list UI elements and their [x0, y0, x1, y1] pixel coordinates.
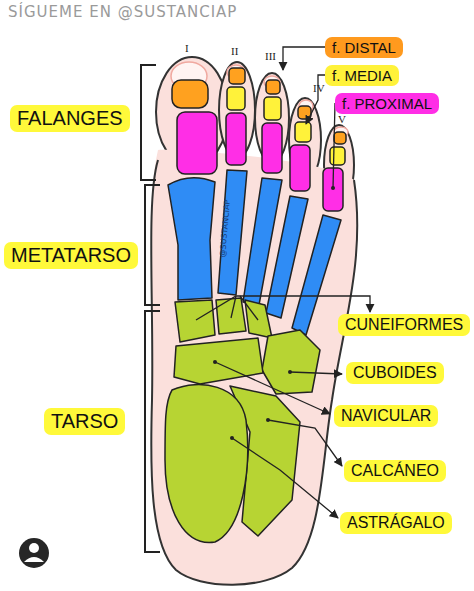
callout-number: IV [313, 82, 325, 94]
label-text: CALCÁNEO [351, 462, 439, 480]
label-text: f. PROXIMAL [342, 95, 432, 112]
label-box: f. MEDIA [325, 65, 399, 86]
label-box: ASTRÁGALO [340, 512, 452, 534]
label-box: f. PROXIMAL [335, 93, 439, 114]
label-text: f. DISTAL [332, 39, 396, 56]
label-text: CUNEIFORMES [345, 316, 463, 334]
sole-fill [151, 150, 357, 585]
callout-number: I [185, 42, 189, 54]
label-text: NAVICULAR [341, 407, 431, 425]
callout-number: III [265, 50, 276, 62]
label-box: TARSO [44, 408, 125, 435]
leader-dot [213, 186, 335, 440]
bracket [141, 65, 160, 552]
label-text: METATARSO [11, 244, 131, 267]
label-box: CUNEIFORMES [338, 314, 470, 336]
sole-outline [151, 160, 357, 585]
label-text: FALANGES [17, 107, 123, 130]
label-text: f. MEDIA [332, 67, 392, 84]
foot-bones [165, 68, 346, 542]
profile-icon [19, 538, 49, 568]
label-box: NAVICULAR [334, 405, 438, 427]
label-box: METATARSO [4, 242, 138, 269]
watermark: SÍGUEME EN @SUSTANCIAP [8, 3, 237, 21]
label-text: ASTRÁGALO [347, 514, 445, 532]
leader-line [196, 47, 370, 518]
label-box: FALANGES [10, 105, 130, 132]
label-box: CALCÁNEO [344, 460, 446, 482]
callout-number: II [231, 45, 238, 57]
label-box: f. DISTAL [325, 37, 403, 58]
label-box: CUBOIDES [346, 362, 444, 384]
label-text: CUBOIDES [353, 364, 437, 382]
callout-number: V [338, 113, 346, 125]
label-text: TARSO [51, 410, 118, 433]
